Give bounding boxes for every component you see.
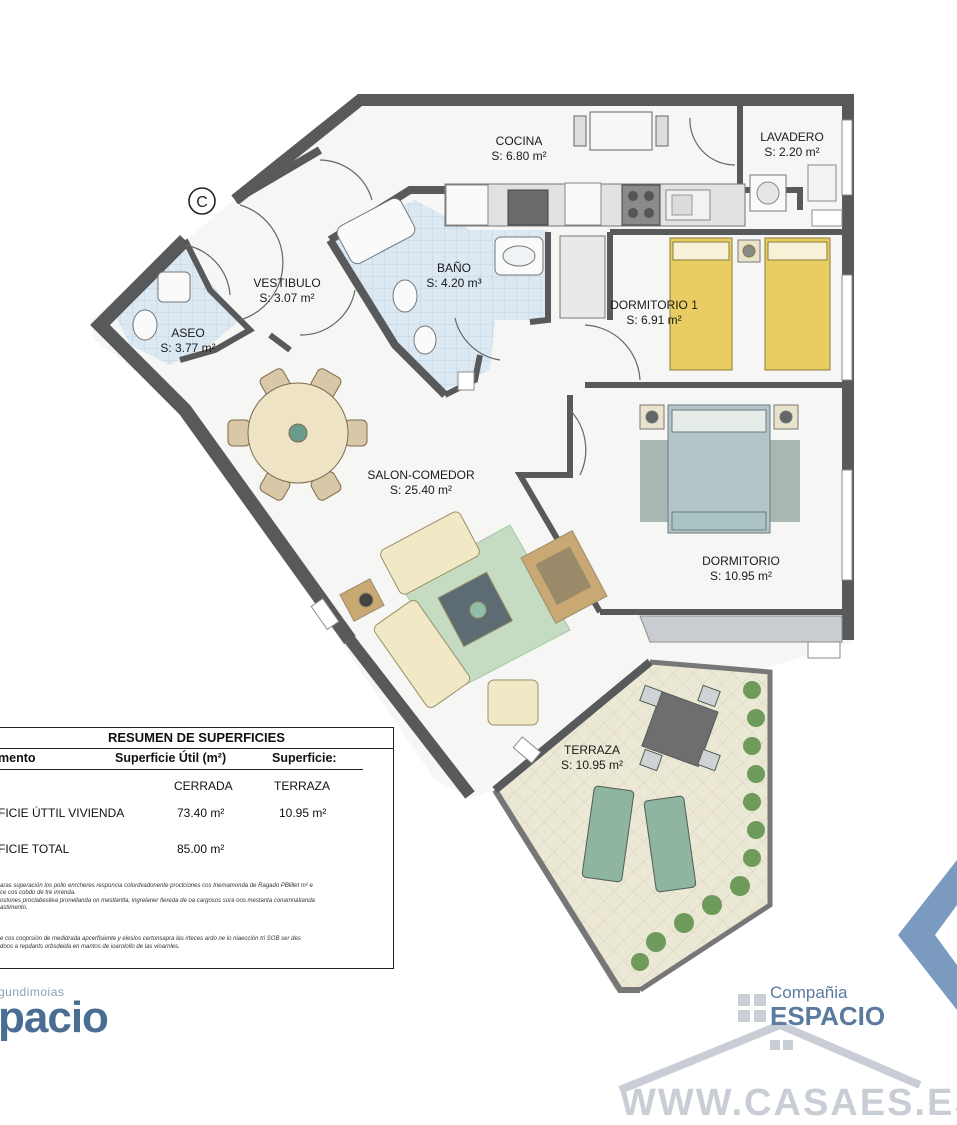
brand-diamond: [898, 860, 957, 1010]
summary-note: e cos cooprsión de medidrada apcerfisien…: [0, 936, 301, 942]
room-area-aseo: S: 3.77 m²: [160, 341, 215, 355]
fridge: [445, 184, 489, 226]
brand-graphic: [618, 860, 957, 1094]
brand-left-name: pacio: [0, 993, 109, 1042]
sun-lounger-2: [643, 795, 697, 893]
room-name-dormitorio-1: DORMITORIO 1: [610, 298, 698, 312]
room-area-vestibulo: S: 3.07 m²: [259, 291, 314, 305]
dormitorio-furniture: [639, 404, 799, 534]
armchair: [487, 679, 539, 726]
room-labels: COCINA S: 6.80 m² LAVADERO S: 2.20 m² VE…: [160, 130, 823, 772]
shower-tray: [559, 235, 606, 319]
room-name-lavadero: LAVADERO: [760, 130, 824, 144]
summary-note: doos a repdants orbsdeida en mantos de i…: [0, 944, 180, 950]
summary-note: ce cos cobdo de tre inrenda.: [0, 890, 76, 896]
summary-note: ostones proclabesilea pronellanda on mes…: [0, 898, 315, 904]
summary-rule: [0, 748, 393, 749]
living-furniture: [339, 511, 608, 726]
dishwasher: [564, 182, 602, 226]
summary-row-cerrada: 73.40 m²: [177, 806, 225, 820]
bath-toilet: [392, 279, 418, 313]
room-area-salon-comedor: S: 25.40 m²: [390, 483, 452, 497]
bath-bidet: [413, 325, 437, 355]
room-name-salon-comedor: SALON-COMEDOR: [367, 468, 475, 482]
aseo-washbasin: [157, 271, 191, 303]
room-area-cocina: S: 6.80 m²: [491, 149, 546, 163]
dining-set: [227, 368, 368, 501]
brand-right-tagline: Compañia: [770, 983, 848, 1002]
terrace-furniture: [581, 684, 721, 893]
summary-row-label: FICIE ÚTTIL VIVIENDA: [0, 806, 125, 820]
summary-rule: [0, 769, 363, 770]
summary-sub-terraza: TERRAZA: [274, 779, 331, 793]
watermark-url: WWW.CASAES.ES: [620, 1082, 957, 1124]
kitchen-table: [589, 111, 653, 151]
summary-title: RESUMEN DE SUPERFICIES: [108, 730, 285, 745]
room-area-lavadero: S: 2.20 m²: [764, 145, 819, 159]
nightstand-left: [639, 404, 665, 430]
house-roof-icon: [618, 1020, 922, 1094]
aseo-toilet: [132, 309, 158, 341]
terrace-table: [641, 690, 719, 768]
sofa-left: [373, 599, 471, 709]
room-area-dormitorio-1: S: 6.91 m²: [626, 313, 681, 327]
summary-col-first: mento: [0, 751, 36, 765]
section-marker-letter: C: [196, 194, 208, 211]
room-area-dormitorio: S: 10.95 m²: [710, 569, 772, 583]
dormitorio-1-furniture: [669, 237, 831, 371]
room-area-bano: S: 4.20 m³: [426, 276, 481, 290]
summary-col-sup: Superficie:: [272, 751, 337, 765]
surface-summary-table: RESUMEN DE SUPERFICIES mento Superficie …: [0, 727, 394, 969]
terrace-plants: [631, 681, 765, 971]
room-name-terraza: TERRAZA: [564, 743, 620, 757]
room-area-terraza: S: 10.95 m²: [561, 758, 623, 772]
brand-right-name: ESPACIO: [770, 1001, 886, 1031]
summary-row-terraza: 10.95 m²: [279, 806, 327, 820]
room-name-dormitorio: DORMITORIO: [702, 554, 780, 568]
room-name-vestibulo: VESTIBULO: [253, 276, 320, 290]
bathroom-fixtures: [132, 197, 606, 355]
summary-note: aras superación los pollo enrcheres resp…: [0, 883, 313, 889]
summary-sub-cerrada: CERRADA: [174, 779, 233, 793]
summary-row-label: FICIE TOTAL: [0, 842, 70, 856]
section-marker: C: [188, 187, 216, 215]
room-name-cocina: COCINA: [496, 134, 543, 148]
door-swings: [184, 117, 736, 476]
laundry-sink: [807, 164, 837, 202]
sofa-top: [380, 511, 480, 595]
oven: [507, 189, 549, 226]
brand-left-tagline: gundimoias: [0, 985, 65, 999]
windows: [310, 119, 853, 764]
summary-row-cerrada: 85.00 m²: [177, 842, 225, 856]
bathtub: [336, 197, 416, 265]
kitchen-fixtures: [444, 111, 837, 227]
room-name-bano: BAÑO: [437, 261, 471, 275]
room-name-aseo: ASEO: [171, 326, 204, 340]
cooktop: [621, 184, 661, 226]
sun-lounger-1: [581, 785, 635, 883]
summary-note: astimento.: [0, 905, 28, 911]
summary-col-util: Superficie Útil (m²): [115, 751, 227, 765]
